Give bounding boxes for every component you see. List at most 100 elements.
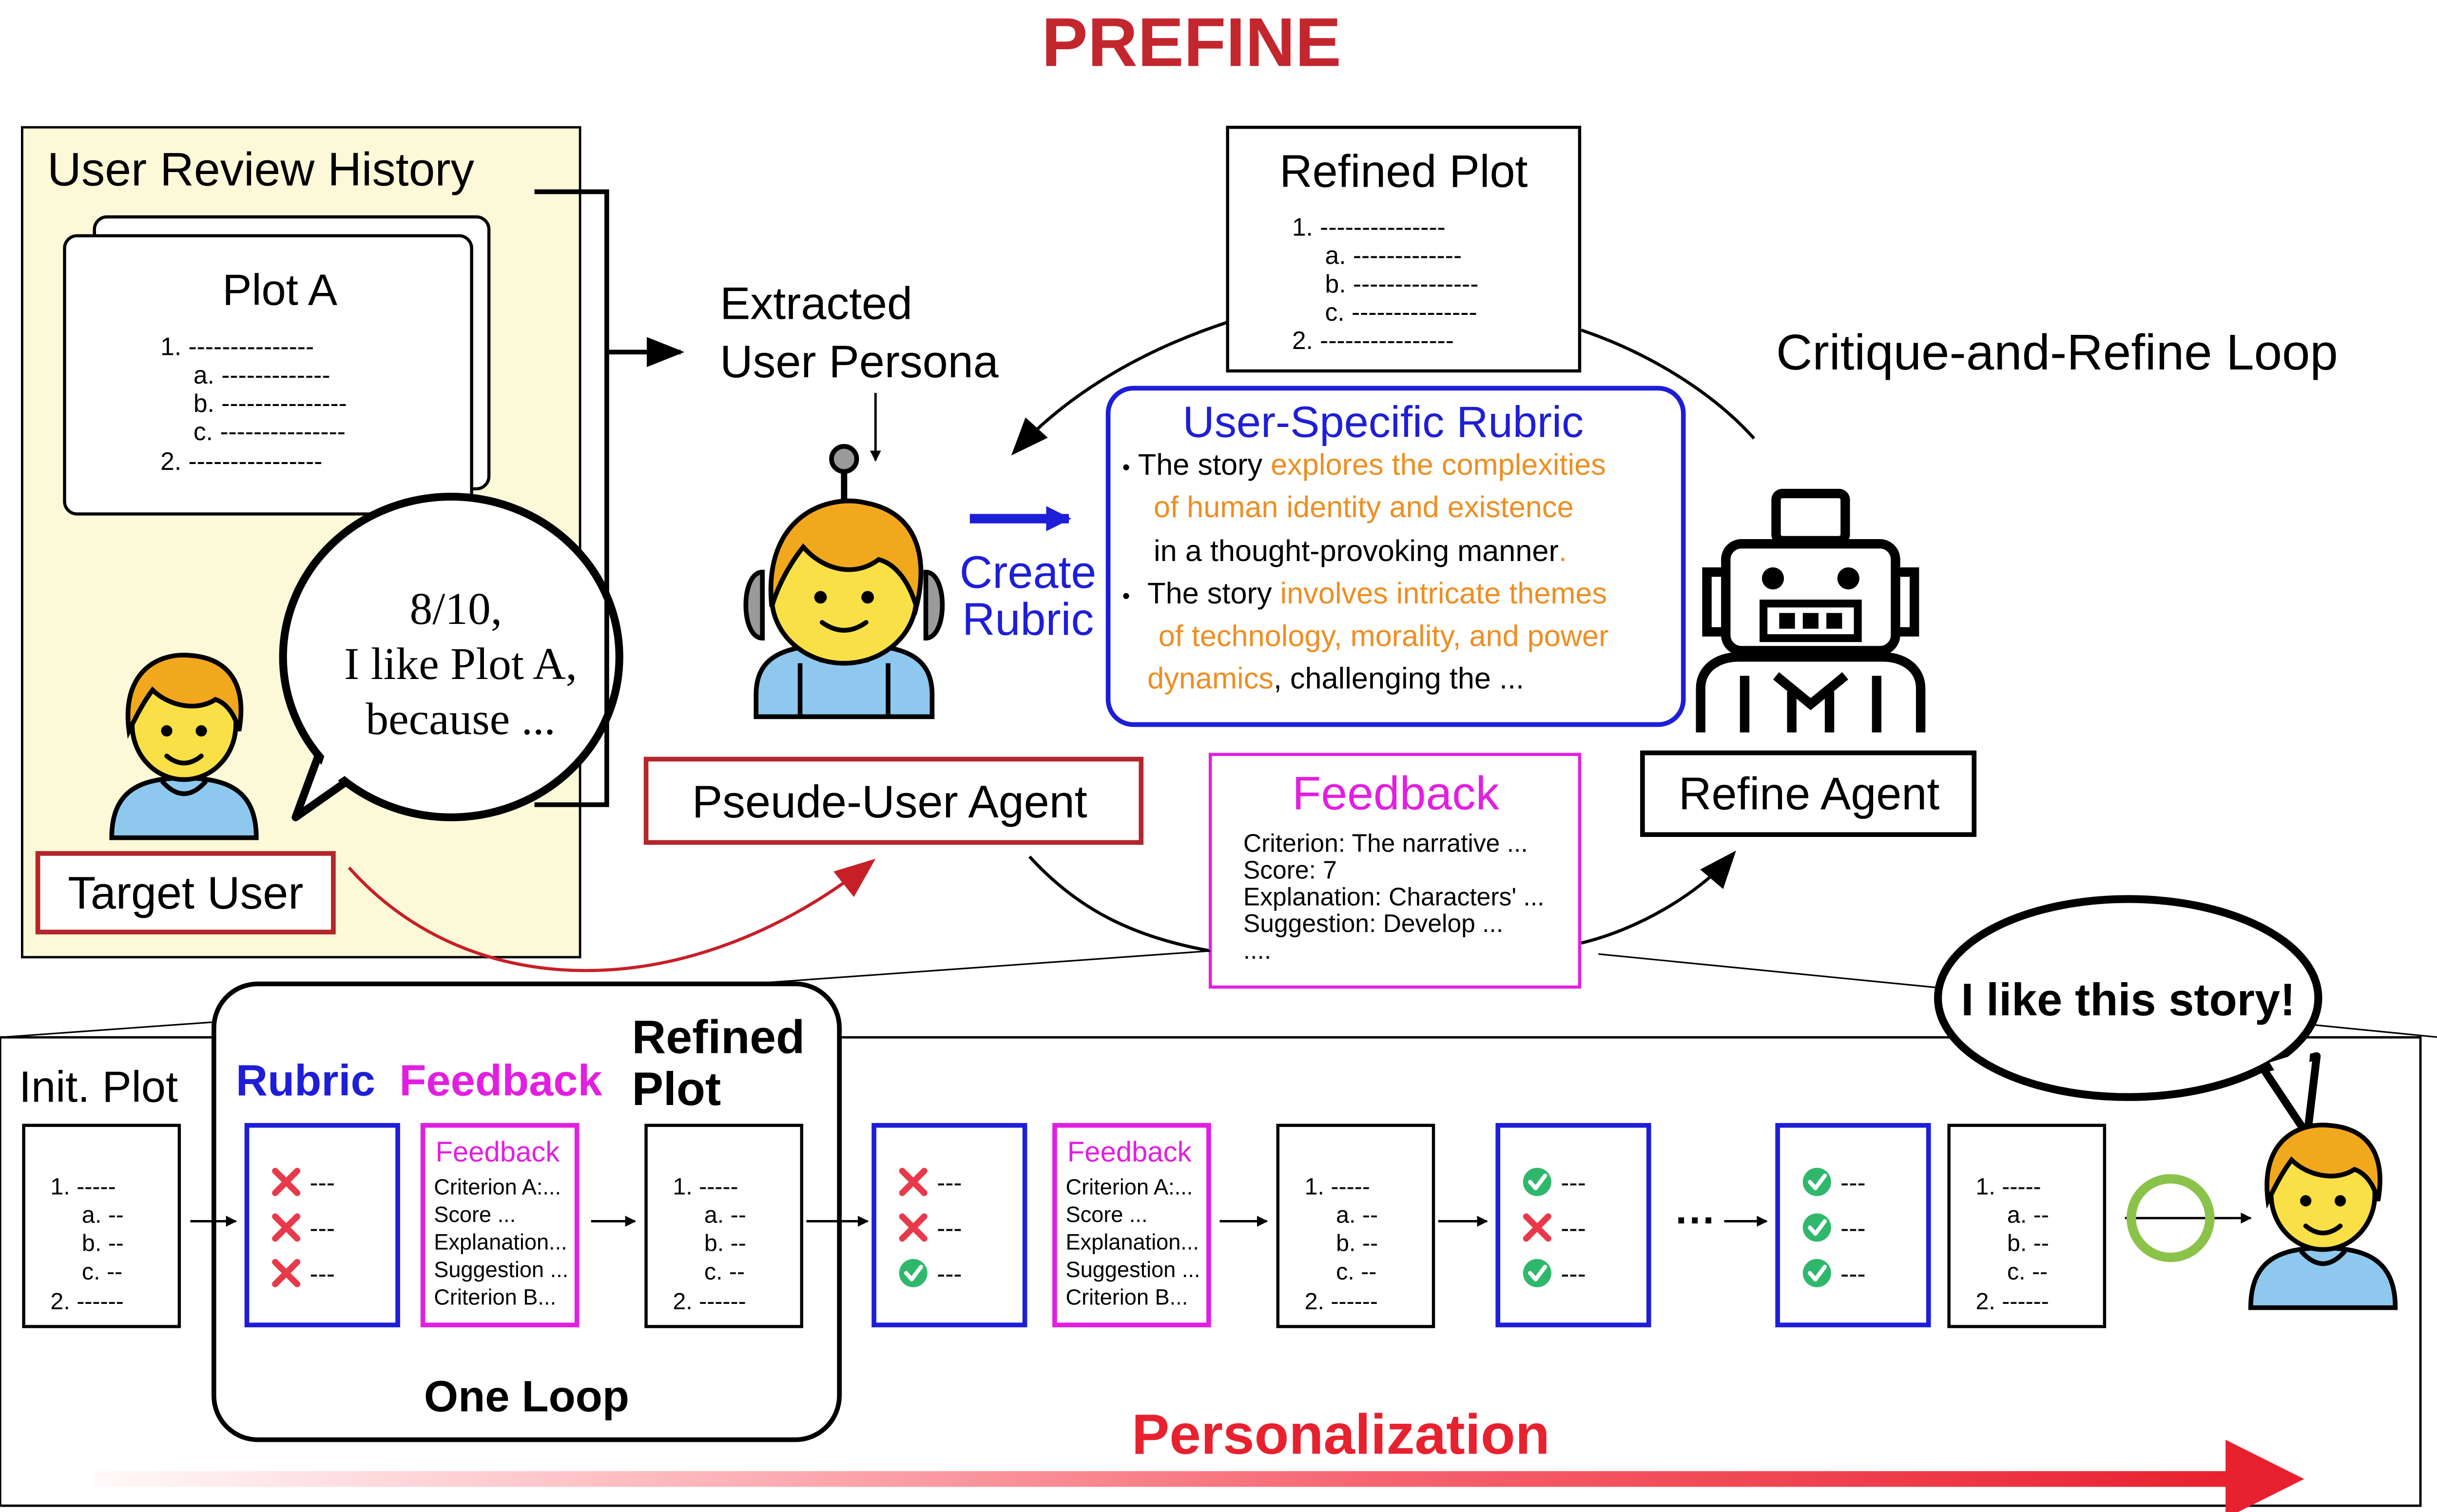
mini-plot-line: c. -- [704, 1259, 745, 1285]
mini-rubric-card: --------- [244, 1123, 400, 1328]
rubric-bullet-2: • The story involves intricate themes of… [1122, 577, 1617, 695]
check-icon [899, 1259, 928, 1287]
mini-rubric-card: --------- [1775, 1123, 1931, 1328]
loop-arc-top-left [1011, 320, 1228, 456]
loop-arc-bottom-left [1028, 855, 1211, 953]
init-plot-label: Init. Plot [19, 1062, 178, 1111]
rubric-item-text: --- [309, 1168, 335, 1197]
mini-plot-line: b. -- [1336, 1230, 1378, 1257]
mini-rubric-card: --- --- --- [871, 1123, 1027, 1328]
mini-plot-card: 1. -----a. --b. --c. --2. ------ [22, 1124, 181, 1328]
plot-a-line: c. --------------- [193, 417, 346, 446]
refined-plot-line: 2. ---------------- [1292, 326, 1454, 354]
feedback-box: Feedback Criterion: The narrative ... Sc… [1208, 753, 1582, 989]
refined-plot-line: 1. --------------- [1292, 213, 1446, 241]
loop-arc-top-right [1581, 329, 1756, 440]
mini-plot-line: 1. ----- [1976, 1174, 2041, 1200]
mini-feedback-line: Suggestion ... [434, 1257, 568, 1282]
rubric-item-text: --- [937, 1168, 962, 1197]
create-rubric-label: Create [960, 546, 1097, 598]
create-rubric-label: Rubric [962, 594, 1094, 645]
rubric-item-text: --- [1840, 1168, 1866, 1197]
mini-feedback-line: Suggestion ... [1065, 1257, 1200, 1282]
cross-icon [272, 1259, 301, 1287]
mini-feedback-line: Criterion B... [434, 1284, 556, 1309]
personalization-arrow-head [2225, 1439, 2304, 1512]
mini-feedback-line: Explanation... [434, 1230, 567, 1255]
target-user-label: Target User [35, 851, 336, 934]
review-speech-bubble: 8/10, I like Plot A, because ... [279, 492, 623, 821]
rubric-title: User-Specific Rubric [1183, 397, 1584, 446]
mini-feedback-line: Score ... [434, 1202, 516, 1227]
mini-plot-line: 2. ------ [673, 1288, 746, 1315]
feedback-line: Score: 7 [1243, 856, 1337, 884]
feedback-title: Feedback [1292, 767, 1499, 820]
pseudo-user-agent-label: Pseude-User Agent [643, 756, 1144, 845]
diagram-title: PREFINE [1042, 4, 1341, 81]
mini-plot-line: a. -- [704, 1202, 746, 1228]
svg-text:I like this story!: I like this story! [1961, 974, 2295, 1025]
plot-a-title: Plot A [222, 266, 338, 315]
mini-feedback-line: Criterion A:... [1065, 1175, 1193, 1200]
rubric-label: Rubric [236, 1056, 375, 1105]
rubric-item-text: --- [937, 1214, 962, 1242]
svg-text:Target User: Target User [68, 867, 303, 918]
target-to-agent-arrow [348, 858, 876, 972]
final-speech-bubble: I like this story! [1934, 895, 2322, 1139]
mini-plot-line: a. -- [1336, 1202, 1378, 1228]
plot-a-line: 1. --------------- [160, 332, 314, 361]
cross-icon [1523, 1213, 1551, 1242]
rubric-item-text: --- [309, 1214, 335, 1242]
mini-feedback-line: Score ... [1065, 1202, 1147, 1227]
user-review-history-panel: User Review History Plot A 1. ----------… [20, 126, 623, 959]
mini-plot-line: b. -- [704, 1230, 746, 1257]
refined-plot-line: a. ------------- [1325, 241, 1462, 270]
mini-plot-card: 1. -----a. --b. --c. --2. ------ [1276, 1124, 1435, 1328]
cross-icon [272, 1167, 301, 1196]
feedback-line: .... [1243, 936, 1271, 964]
mini-plot-line: b. -- [2007, 1230, 2049, 1257]
mini-plot-line: b. -- [82, 1230, 124, 1257]
check-icon [1523, 1259, 1551, 1287]
mini-plot-line: c. -- [2007, 1259, 2048, 1285]
mini-feedback-title: Feedback [435, 1136, 560, 1168]
check-icon [1802, 1167, 1831, 1196]
rubric-item-text: --- [1561, 1260, 1586, 1288]
svg-text:Pseude-User Agent: Pseude-User Agent [692, 776, 1087, 827]
refined-plot-line: b. --------------- [1325, 270, 1479, 298]
mini-plot-line: 1. ----- [50, 1174, 116, 1200]
rubric-item-text: --- [1840, 1214, 1866, 1242]
history-to-persona-arrow [534, 189, 681, 807]
persona-caption: Extracted [720, 278, 912, 329]
feedback-line: Criterion: The narrative ... [1243, 829, 1528, 857]
history-title: User Review History [47, 143, 475, 195]
user-specific-rubric-box: User-Specific Rubric • The story explore… [1105, 386, 1686, 727]
cross-icon [899, 1167, 928, 1196]
refined-plot-card: Refined Plot 1. --------------- a. -----… [1226, 125, 1582, 373]
refined-plot-label: Plot [632, 1063, 721, 1115]
rubric-item-text: --- [937, 1260, 962, 1288]
refine-agent-label: Refine Agent [1640, 750, 1977, 837]
refine-agent-robot-icon [1696, 488, 1926, 733]
pseudo-user-agent-icon [743, 444, 945, 719]
feedback-label: Feedback [399, 1056, 602, 1105]
loop-title: Critique-and-Refine Loop [1776, 324, 2338, 380]
mini-plot-line: 1. ----- [1305, 1174, 1370, 1200]
speech-line: 8/10, [410, 584, 503, 634]
mini-feedback-title: Feedback [1067, 1136, 1192, 1168]
iteration-chain: 1. -----a. --b. --c. --2. --------------… [22, 1123, 2107, 1328]
refined-plot-label: Refined [632, 1010, 805, 1063]
persona-caption: User Persona [720, 336, 999, 387]
speech-line: I like Plot A, [344, 639, 577, 689]
rubric-bullet-1: • The story explores the complexities of… [1122, 448, 1614, 567]
mini-plot-line: a. -- [82, 1202, 124, 1228]
refined-plot-line: c. --------------- [1325, 298, 1477, 326]
mini-plot-line: 2. ------ [1976, 1288, 2049, 1315]
mini-plot-line: 1. ----- [673, 1174, 738, 1200]
cross-icon [272, 1213, 301, 1242]
ellipsis: ··· [1676, 1197, 1717, 1242]
speech-line: because ... [366, 694, 555, 744]
plot-a-card: Plot A 1. --------------- a. -----------… [63, 215, 491, 516]
